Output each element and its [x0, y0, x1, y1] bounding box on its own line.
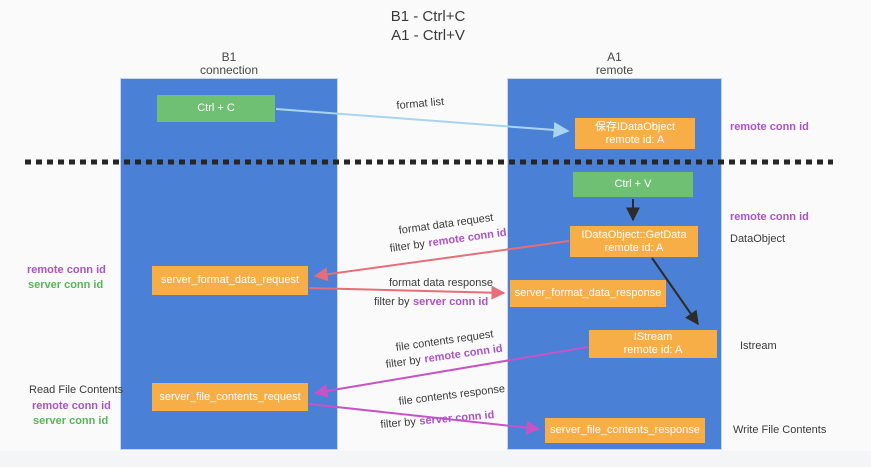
left-server-conn-id-2: server conn id: [33, 415, 109, 427]
getdata-line1: IDataObject::GetData: [581, 228, 687, 241]
getdata-line2: remote id: A: [604, 241, 664, 254]
server-conn-id-key: server conn id: [418, 409, 495, 428]
file-contents-response-label: file contents response: [398, 382, 506, 408]
ctrl-c-box: Ctrl + C: [157, 95, 275, 122]
filter-by-text: filter by: [385, 354, 422, 371]
lane-a1-role: remote: [595, 63, 634, 77]
left-server-conn-id-1: server conn id: [28, 279, 104, 291]
ctrl-v-label: Ctrl + V: [614, 178, 652, 190]
server-format-data-request-label: server_format_data_request: [160, 274, 300, 286]
server-conn-id-key: server conn id: [412, 296, 489, 308]
server-file-contents-request-label: server_file_contents_request: [159, 390, 301, 403]
title-line-1: B1 - Ctrl+C: [390, 8, 466, 25]
lane-b1-name: B1: [221, 50, 237, 64]
server-format-data-response-label: server_format_data_response: [514, 287, 662, 299]
server-file-contents-request-box: server_file_contents_request: [152, 383, 308, 411]
format-list-label: format list: [396, 95, 445, 112]
ctrl-v-box: Ctrl + V: [573, 172, 693, 197]
server-format-data-response-box: server_format_data_response: [510, 280, 666, 307]
save-dataobject-line1: 保存IDataObject: [594, 120, 676, 133]
format-data-response-label: format data response: [389, 277, 493, 289]
server-file-contents-response-box: server_file_contents_response: [545, 418, 705, 443]
remote-conn-id-label-mid: remote conn id: [730, 211, 809, 223]
server-format-data-request-box: server_format_data_request: [152, 266, 308, 295]
istream-line1: IStream: [633, 331, 673, 343]
istream-side-label: Istream: [740, 340, 777, 352]
ctrl-c-label: Ctrl + C: [197, 102, 235, 114]
lane-b1-role: connection: [199, 63, 259, 77]
dataobject-label: DataObject: [730, 233, 786, 245]
filter-by-text: filter by: [380, 415, 417, 431]
left-remote-conn-id-2: remote conn id: [32, 400, 111, 412]
save-dataobject-line2: remote id: A: [605, 133, 665, 146]
istream-line2: remote id: A: [623, 344, 683, 356]
filter-by-text: filter by: [389, 238, 426, 255]
filter-by-text: filter by: [374, 296, 410, 308]
left-remote-conn-id-1: remote conn id: [27, 264, 106, 276]
title-line-2: A1 - Ctrl+V: [391, 27, 465, 44]
remote-conn-id-label-top: remote conn id: [730, 121, 809, 133]
bottom-strip: [0, 451, 871, 467]
server-file-contents-response-label: server_file_contents_response: [550, 424, 700, 436]
write-file-contents-label: Write File Contents: [733, 424, 827, 436]
lane-header-b1: B1 connection: [120, 51, 338, 77]
lane-a1-name: A1: [607, 50, 622, 64]
istream-box: IStream remote id: A: [589, 330, 717, 358]
idataobject-getdata-box: IDataObject::GetData remote id: A: [570, 226, 698, 257]
save-dataobject-box: 保存IDataObject remote id: A: [575, 118, 695, 149]
read-file-contents-label: Read File Contents: [29, 384, 124, 396]
lane-header-a1: A1 remote: [507, 51, 722, 77]
diagram-title: B1 - Ctrl+C A1 - Ctrl+V: [328, 7, 528, 45]
